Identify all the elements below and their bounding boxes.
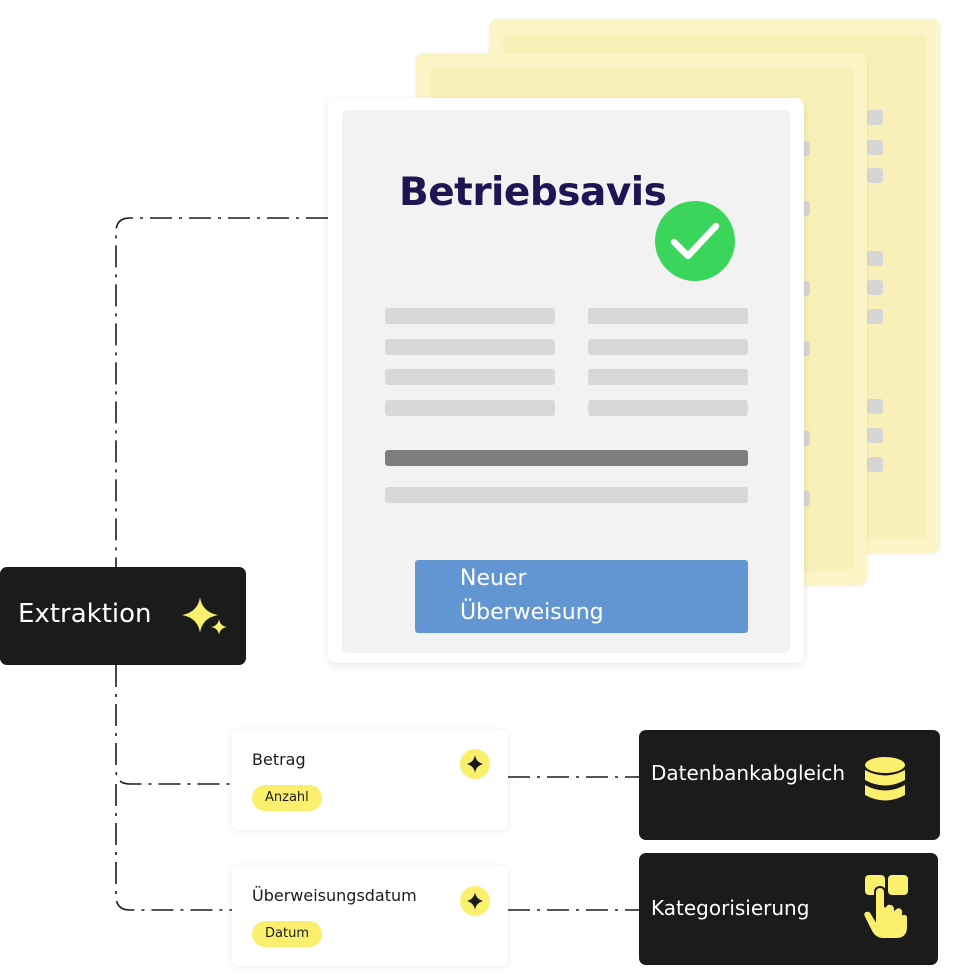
connector-extraktion-to-betrag bbox=[115, 665, 232, 785]
target-label: Kategorisierung bbox=[651, 896, 810, 920]
remittance-document: Betriebsavis Neuer Überweisung bbox=[328, 98, 804, 663]
text-line-placeholder bbox=[385, 369, 555, 385]
database-icon bbox=[865, 757, 905, 801]
field-label: Betrag bbox=[252, 750, 306, 769]
target-label: Datenbankabgleich bbox=[651, 761, 846, 785]
text-line-placeholder bbox=[385, 339, 555, 355]
target-kategorisierung: Kategorisierung bbox=[639, 853, 938, 965]
document-title: Betriebsavis bbox=[399, 170, 667, 215]
document-body: Betriebsavis Neuer Überweisung bbox=[342, 110, 790, 653]
hand-pointer-icon bbox=[862, 875, 909, 940]
text-line-placeholder bbox=[588, 308, 748, 324]
text-line-placeholder bbox=[385, 487, 748, 503]
text-line-placeholder bbox=[385, 308, 555, 324]
sparkle-icon bbox=[182, 597, 227, 635]
field-card-ueberweisungsdatum: Überweisungsdatum Datum bbox=[232, 866, 508, 966]
field-label: Überweisungsdatum bbox=[252, 886, 417, 905]
extraktion-label: Extraktion bbox=[18, 599, 152, 629]
checkmark-icon bbox=[655, 201, 735, 281]
connector-extraktion-to-datum bbox=[115, 784, 232, 911]
text-line-placeholder bbox=[588, 400, 748, 416]
new-transfer-button[interactable]: Neuer Überweisung bbox=[415, 560, 748, 633]
extraktion-box: Extraktion bbox=[0, 567, 246, 665]
field-type-chip: Anzahl bbox=[252, 785, 322, 811]
text-line-placeholder bbox=[385, 400, 555, 416]
text-line-placeholder-highlighted bbox=[385, 450, 748, 466]
sparkle-icon bbox=[460, 886, 490, 916]
target-datenbankabgleich: Datenbankabgleich bbox=[639, 730, 940, 840]
new-transfer-button-label: Neuer Überweisung bbox=[460, 566, 604, 625]
text-line-placeholder bbox=[588, 369, 748, 385]
field-card-betrag: Betrag Anzahl bbox=[232, 730, 508, 830]
field-type-chip: Datum bbox=[252, 921, 322, 947]
sparkle-icon bbox=[460, 749, 490, 779]
connector-document-to-extraktion bbox=[115, 217, 328, 567]
text-line-placeholder bbox=[588, 339, 748, 355]
